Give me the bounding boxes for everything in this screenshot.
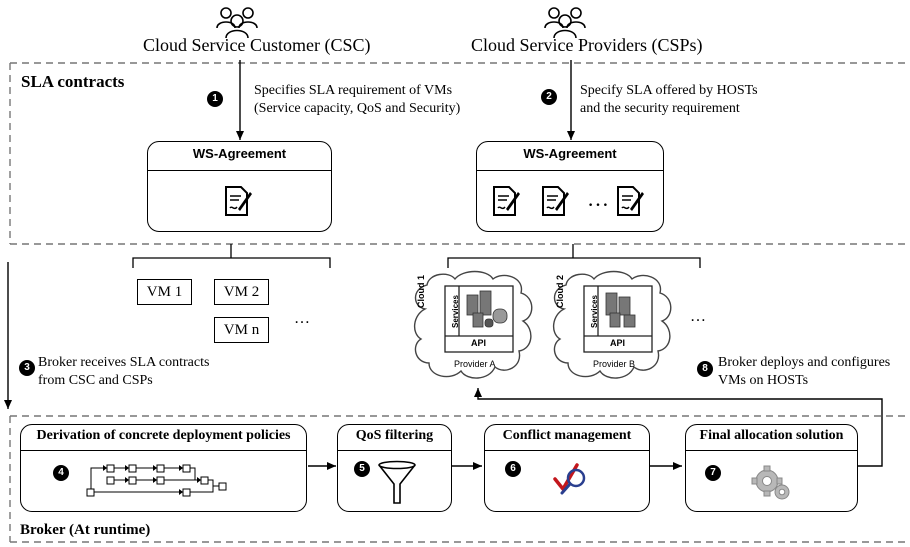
- gear-icon: [751, 465, 790, 500]
- cloud-2-name: Cloud 2: [555, 275, 565, 308]
- step-badge-2: 2: [541, 89, 557, 105]
- step-2-line1: Specify SLA offered by HOSTs: [580, 83, 758, 98]
- step-badge-7: 7: [705, 465, 721, 481]
- check-magnifier-icon: [553, 463, 586, 495]
- conflict-management-box: Conflict management 6: [484, 424, 650, 512]
- document-icon: [542, 186, 569, 216]
- document-icon: [617, 186, 644, 216]
- step-badge-8: 8: [697, 361, 713, 377]
- ws-agreement-providers: WS-Agreement …: [476, 141, 664, 232]
- server-icon: [466, 290, 508, 328]
- step-2-line2: and the security requirement: [580, 101, 740, 116]
- server-icon: [605, 292, 636, 328]
- step-badge-5: 5: [354, 461, 370, 477]
- step-3-text: Broker receives SLA contracts from CSC a…: [38, 354, 209, 390]
- funnel-icon: [378, 460, 416, 504]
- step-1-line1: Specifies SLA requirement of VMs: [254, 83, 453, 98]
- divider: [148, 170, 331, 171]
- vm-ellipsis: …: [294, 310, 310, 327]
- ws-agreement-customer: WS-Agreement: [147, 141, 332, 232]
- step-3-line2: from CSC and CSPs: [38, 373, 153, 388]
- divider: [21, 450, 306, 451]
- step-8-line1: Broker deploys and configures: [718, 355, 891, 370]
- vm-2: VM 2: [214, 279, 269, 305]
- document-icon: [493, 186, 520, 216]
- broker-region-title: Broker (At runtime): [20, 522, 151, 538]
- divider: [338, 450, 451, 451]
- document-icon: [225, 186, 252, 216]
- cloud-2-api: API: [610, 338, 626, 348]
- step-badge-4: 4: [53, 465, 69, 481]
- cloud-brace: [447, 244, 701, 268]
- vm-brace: [132, 244, 331, 268]
- qos-filtering-title: QoS filtering: [355, 428, 434, 443]
- final-allocation-box: Final allocation solution 7: [685, 424, 858, 512]
- sla-region-title: SLA contracts: [21, 72, 125, 91]
- conflict-management-title: Conflict management: [502, 428, 632, 443]
- final-allocation-title: Final allocation solution: [699, 428, 844, 443]
- cloud-1-name: Cloud 1: [416, 275, 426, 308]
- divider: [686, 450, 857, 451]
- derivation-title: Derivation of concrete deployment polici…: [36, 428, 291, 443]
- cloud-1-api: API: [471, 338, 487, 348]
- cloud-2-provider: Provider B: [593, 359, 636, 369]
- agreements-ellipsis: …: [587, 186, 609, 211]
- people-icon: [216, 7, 258, 39]
- ws-agreement-providers-title: WS-Agreement: [523, 146, 617, 161]
- arrow-step-8: [474, 388, 883, 467]
- workflow-graph-icon: [86, 464, 227, 497]
- derivation-box: Derivation of concrete deployment polici…: [20, 424, 307, 512]
- step-8-line2: VMs on HOSTs: [718, 373, 809, 388]
- step-2-text: Specify SLA offered by HOSTs and the sec…: [580, 82, 758, 118]
- vm-n: VM n: [214, 317, 269, 343]
- cloud-1-services: Services: [451, 295, 460, 328]
- people-icon: [544, 7, 586, 39]
- divider: [477, 170, 663, 171]
- cloud-shape: [414, 270, 533, 379]
- providers-label: Cloud Service Providers (CSPs): [471, 35, 703, 55]
- step-badge-6: 6: [505, 461, 521, 477]
- step-badge-1: 1: [207, 91, 223, 107]
- ws-agreement-customer-title: WS-Agreement: [192, 146, 287, 161]
- step-1-line2: (Service capacity, QoS and Security): [254, 101, 461, 116]
- step-3-line1: Broker receives SLA contracts: [38, 355, 210, 370]
- qos-filtering-box: QoS filtering 5: [337, 424, 452, 512]
- cloud-1-provider: Provider A: [454, 359, 496, 369]
- step-8-text: Broker deploys and configures VMs on HOS…: [718, 354, 890, 390]
- cloud-2-services: Services: [590, 295, 599, 328]
- cloud-shape: [553, 270, 672, 379]
- divider: [485, 450, 649, 451]
- step-1-text: Specifies SLA requirement of VMs (Servic…: [254, 82, 460, 118]
- step-badge-3: 3: [19, 360, 35, 376]
- cloud-ellipsis: …: [690, 308, 706, 325]
- customer-label: Cloud Service Customer (CSC): [143, 35, 371, 55]
- vm-1: VM 1: [137, 279, 192, 305]
